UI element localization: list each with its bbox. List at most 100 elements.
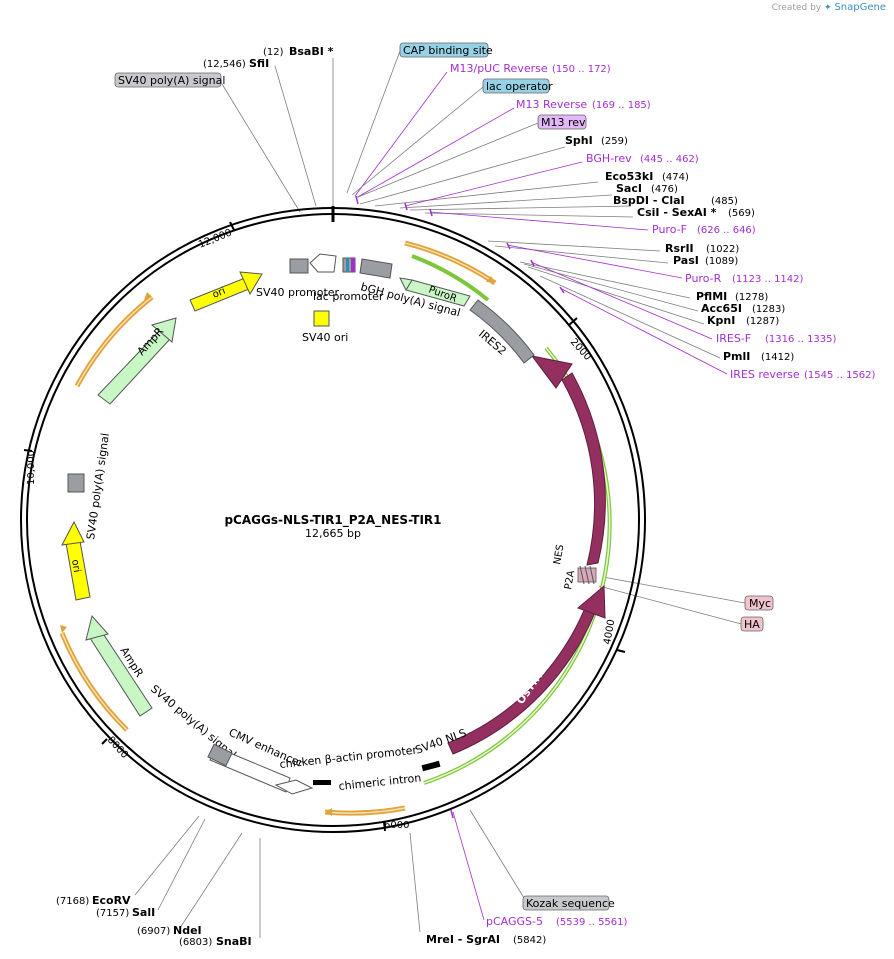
primer-pcaggs5-range: (5539 .. 5561) [556,917,628,928]
enzyme-pasi: PasI [673,254,699,267]
orange-orf-arcs [59,240,497,816]
tick-marks [23,221,626,832]
enzyme-sphi: SphI [565,134,593,147]
enzyme-pos-sali: (7157) [96,908,129,919]
plasmid-length: 12,665 bp [305,527,361,540]
primer-m13puc-range: (150 .. 172) [552,64,611,75]
enzyme-pos-mrei: (5842) [513,935,546,946]
enzyme-pos-saci: (476) [651,184,678,195]
enzyme-pos-eco53ki: (474) [662,172,689,183]
enzyme-pos-csii: (569) [728,208,755,219]
kozak-label: Kozak sequence [526,897,615,910]
primer-leader-lines [354,71,728,921]
primer-iresrev-name: IRES reverse [730,368,800,381]
primer-marks [355,195,565,819]
tick-label-6000: 6000 [384,820,409,831]
enzyme-pos-acc65i: (1283) [752,304,785,315]
primer-purof-range: (626 .. 646) [697,225,756,236]
enzyme-sfii: SfiI [249,57,269,70]
snapgene-credit: Created by ✦ SnapGene [772,2,886,13]
enzyme-pos-pflmi: (1278) [735,292,768,303]
enzyme-saci: SacI [616,182,642,195]
p2a-label: P2A [563,570,577,591]
credit-prefix: Created by [771,3,822,13]
enzyme-acc65i: Acc65I [701,302,742,315]
ha-label: HA [744,618,760,631]
enzyme-ndei: NdeI [173,924,202,937]
kozak-box [522,895,610,911]
chimeric-intron-feature [313,780,331,785]
ha-box [740,616,764,632]
chimeric-intron-label: chimeric intron [338,771,422,793]
primer-puror-name: Puro-R [685,272,722,285]
cap-binding-box [399,42,489,58]
primer-m13puc-name: M13/pUC Reverse [450,62,548,75]
primer-pcaggs5-name: pCAGGS-5 [486,915,543,928]
primer-iresf-name: IRES-F [716,332,751,345]
enzyme-pmli: PmlI [723,350,750,363]
enzyme-pos-sfii: (12,546) [203,59,246,70]
tick-label-10000: 10,000 [26,450,37,485]
sv40-nls-feature [421,760,441,772]
enzyme-pos-ndei: (6907) [137,926,170,937]
enzyme-kpni: KpnI [707,314,735,327]
primer-iresrev-range: (1545 .. 1562) [804,370,876,381]
enzyme-pos-rsrii: (1022) [706,244,739,255]
sv40-ori-feature [313,310,330,327]
enzyme-pos-ecorv: (7168) [56,896,89,907]
ori-top-label: ori [211,286,227,301]
m13-rev-label: M13 rev [541,116,586,129]
ori-left-label: ori [69,559,82,574]
tick-label-8000: 8000 [105,735,130,761]
enzyme-pos-bsabi: (12) [263,47,284,58]
sv40-polya-top-box [114,72,222,88]
primer-m13rev-name: M13 Reverse [516,98,587,111]
enzyme-ecorv: EcoRV [92,894,131,907]
enzyme-csii-sexai: CsiI - SexAI * [637,206,717,219]
bgh-feature [359,258,393,279]
plasmid-name: pCAGGs-NLS-TIR1_P2A_NES-TIR1 [224,513,441,528]
sv40-ori-label: SV40 ori [302,331,348,344]
sv40-polya-left-feature [67,473,85,493]
sv40-polya-left-label: SV40 poly(A) signal [84,432,112,540]
enzyme-pflmi: PflMI [696,290,727,303]
enzyme-bspdi-clai: BspDI - ClaI [613,194,685,207]
enzyme-leader-lines [134,58,746,938]
primer-purof-name: Puro-F [652,223,687,236]
enzyme-pos-pasi: (1089) [705,256,738,267]
ostir1-upper-arrow [561,372,606,566]
lac-operator-box [482,78,550,94]
myc-label: Myc [749,597,771,610]
nes-label: NES [552,544,566,566]
lac-promoter-label: lac promoter [313,290,384,303]
chicken-actin-label: chicken β-actin promoter [279,744,418,771]
enzyme-sali: SalI [132,906,155,919]
enzyme-eco53ki: Eco53kI [605,170,653,183]
primer-bghrev-name: BGH-rev [586,152,632,165]
enzyme-pos-snabi: (6803) [179,937,212,948]
primer-bghrev-range: (445 .. 462) [640,154,699,165]
credit-brand: SnapGene [834,2,886,13]
enzyme-bsabi: BsaBI * [289,45,334,58]
enzyme-pos-kpni: (1287) [746,316,779,327]
m13-rev-box [537,114,587,130]
ostir1-lower-arrow [447,602,599,755]
enzyme-snabi: SnaBI [216,935,252,948]
ostir1-upper-label: OsTIR1 [575,474,593,519]
lac-operator-label: lac operator [486,80,553,93]
box-leader-lines [346,50,539,198]
sv40-polya-top-label: SV40 poly(A) signal [118,74,225,87]
enzyme-rsrii: RsrII [665,242,694,255]
tick-label-4000: 4000 [602,619,617,646]
sv40-promoter-label: SV40 promoter [256,286,340,299]
snapgene-logo-icon: ✦ [824,3,832,13]
myc-box [744,595,774,611]
primer-m13rev-range: (169 .. 185) [592,100,651,111]
orf-arc-puror [411,254,490,302]
primer-iresf-range: (1316 .. 1335) [765,334,837,345]
ires2-feature [469,299,535,364]
sv40-promoter-arrow [309,253,337,273]
enzyme-mrei-sgrai: MreI - SgrAI [426,933,500,946]
primer-puror-range: (1123 .. 1142) [732,274,804,285]
